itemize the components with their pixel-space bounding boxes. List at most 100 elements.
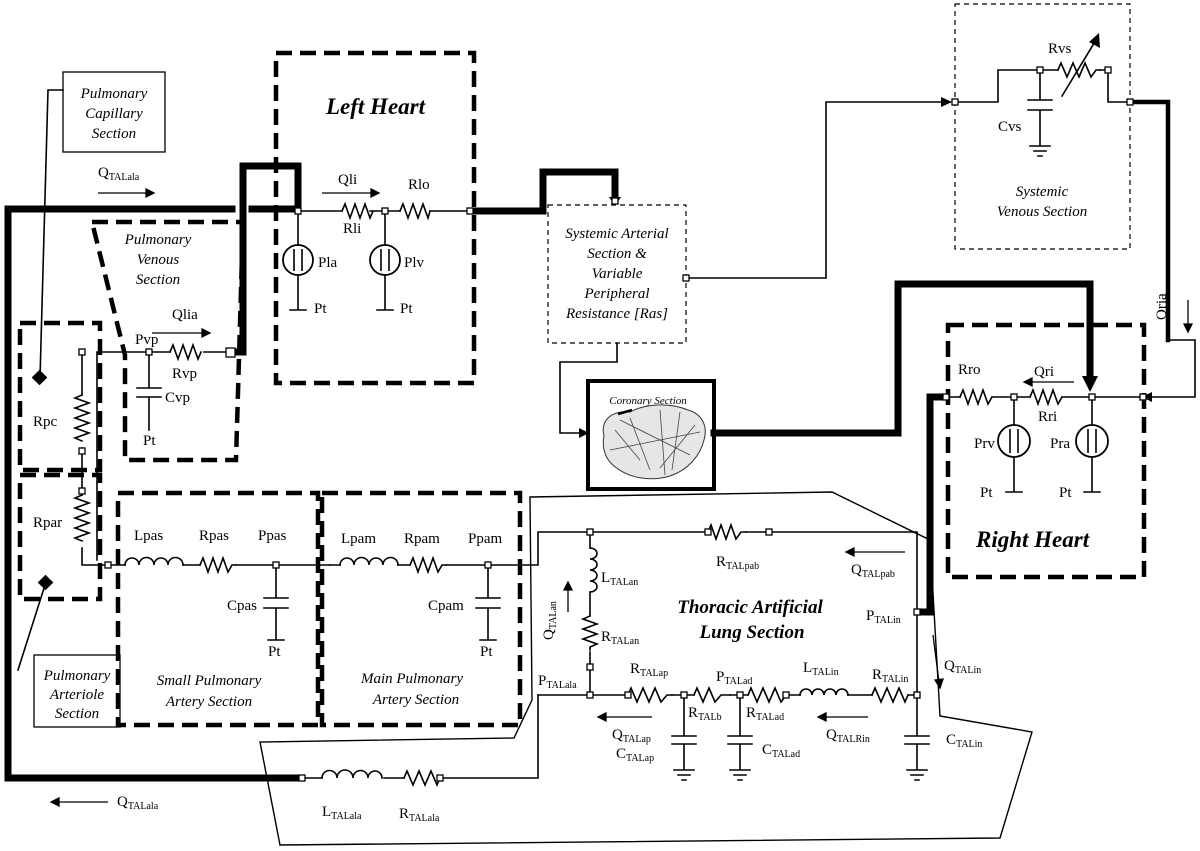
right-heart-box	[945, 322, 1147, 580]
wire-venous-inner	[954, 69, 1041, 103]
label-r-talap: RTALap	[630, 661, 668, 679]
label-qri: Qri	[1034, 364, 1054, 380]
systemic-venous-label-2: Venous Section	[997, 204, 1087, 220]
pulmonary-capillary-label-1: Pulmonary	[80, 86, 148, 102]
label-rvp: Rvp	[172, 366, 197, 382]
label-pt-pam: Pt	[480, 644, 493, 660]
label-ppam: Ppam	[468, 531, 503, 547]
pressure-source-plv	[369, 244, 401, 276]
wire-qria	[1142, 339, 1196, 398]
resistor-rvp	[168, 342, 203, 362]
label-lpas: Lpas	[134, 528, 163, 544]
tal-label-2: Lung Section	[698, 622, 804, 643]
wire-tal-top	[589, 531, 918, 613]
arrow-into-venous	[941, 97, 952, 107]
pulmonary-capillary-box	[17, 320, 103, 473]
small-pulmonary-artery-box	[115, 490, 321, 728]
wire-pla	[289, 210, 307, 311]
wire-ctalin	[904, 694, 930, 781]
thick-tal-inlet-wire	[913, 393, 950, 616]
label-q-talpab: QTALpab	[851, 562, 895, 580]
wire-sys-to-venous	[685, 101, 951, 279]
label-rvs: Rvs	[1048, 41, 1072, 57]
pulmonary-venous-label-2: Venous	[137, 252, 180, 268]
resistor-rtalpab	[706, 522, 747, 542]
thick-coronary-wire	[710, 280, 1094, 437]
tal-label-1: Thoracic Artificial	[677, 597, 823, 618]
label-pvp: Pvp	[135, 332, 158, 348]
label-ppas: Ppas	[258, 528, 287, 544]
pulmonary-capillary-label-3: Section	[92, 126, 136, 142]
resistor-rlo	[398, 201, 431, 221]
label-lpam: Lpam	[341, 531, 376, 547]
label-p-talin: PTALin	[866, 608, 901, 626]
systemic-arterial-label-3: Variable	[592, 266, 643, 282]
label-pra: Pra	[1050, 436, 1070, 452]
label-cpas: Cpas	[227, 598, 257, 614]
label-qlia: Qlia	[172, 307, 198, 323]
label-pt-lv: Pt	[400, 301, 413, 317]
inductor-lpas	[124, 556, 184, 566]
label-r-talan: RTALan	[601, 629, 639, 647]
thick-aorta-wire	[466, 168, 619, 215]
pulmonary-venous-box	[89, 219, 246, 463]
resistor-rtalad	[746, 685, 788, 705]
resistor-rtalala	[402, 768, 442, 788]
wire-pra	[1083, 396, 1101, 493]
left-heart-box	[273, 50, 477, 386]
label-pt-la: Pt	[314, 301, 327, 317]
wire-prv	[1005, 396, 1023, 493]
resistor-rvs	[1056, 60, 1101, 80]
label-rpam: Rpam	[404, 531, 440, 547]
pulmonary-arteriole-label-box	[33, 654, 121, 728]
label-rri: Rri	[1038, 409, 1057, 425]
pointer-capillary-diamond	[31, 369, 48, 386]
inductor-lpam	[339, 556, 399, 566]
coronary-arrow	[1082, 376, 1098, 392]
thick-crossover-wire	[228, 162, 302, 356]
label-plv: Plv	[404, 255, 425, 271]
label-l-talin: LTALin	[803, 660, 839, 678]
label-c-talin: CTALin	[946, 732, 982, 750]
label-rro: Rro	[958, 362, 981, 378]
pulmonary-capillary-label-box	[62, 71, 166, 153]
arrow-into-coronary	[579, 428, 589, 438]
tal-section-outline	[259, 491, 1033, 846]
small-pa-label-1: Small Pulmonary	[157, 673, 262, 689]
pulmonary-arteriole-label-3: Section	[55, 706, 99, 722]
wire-ctalad	[727, 694, 753, 781]
label-pla: Pla	[318, 255, 338, 271]
resistor-rpas	[198, 555, 237, 575]
resistor-rpc	[72, 393, 92, 443]
label-r-talb: RTALb	[688, 705, 722, 723]
label-rpar: Rpar	[33, 515, 62, 531]
wire-cpas	[263, 564, 289, 641]
resistor-rtalan	[580, 614, 600, 651]
label-r-talin: RTALin	[872, 667, 908, 685]
resistor-rri	[1028, 387, 1064, 407]
coronary-label: Coronary Section	[609, 395, 687, 407]
label-cpam: Cpam	[428, 598, 464, 614]
systemic-arterial-label-2: Section &	[587, 246, 647, 262]
pointer-capillary	[39, 89, 64, 379]
main-pulmonary-artery-box	[319, 490, 523, 728]
wire-cpam	[475, 564, 501, 641]
wire-sys-to-coronary	[559, 342, 618, 434]
main-pa-label-1: Main Pulmonary	[360, 671, 463, 687]
pointer-arteriole-diamond	[37, 574, 54, 591]
wire-cvp	[136, 351, 162, 431]
pulmonary-capillary-label-2: Capillary	[85, 106, 143, 122]
systemic-venous-label-1: Systemic	[1016, 184, 1069, 200]
systemic-arterial-label-4: Peripheral	[584, 286, 650, 302]
label-qria: Qria	[1154, 293, 1170, 320]
label-l-talala: LTALala	[322, 804, 362, 822]
label-qli: Qli	[338, 172, 357, 188]
resistor-rpam	[408, 555, 447, 575]
inductor-ltalin	[799, 688, 849, 696]
pressure-source-prv	[997, 424, 1031, 458]
label-r-talpab: RTALpab	[716, 554, 759, 572]
wire-rvs-variable-arrow	[1060, 38, 1098, 98]
pulmonary-arteriole-label-2: Arteriole	[49, 687, 104, 703]
label-q-talan: QTALan	[541, 601, 559, 640]
